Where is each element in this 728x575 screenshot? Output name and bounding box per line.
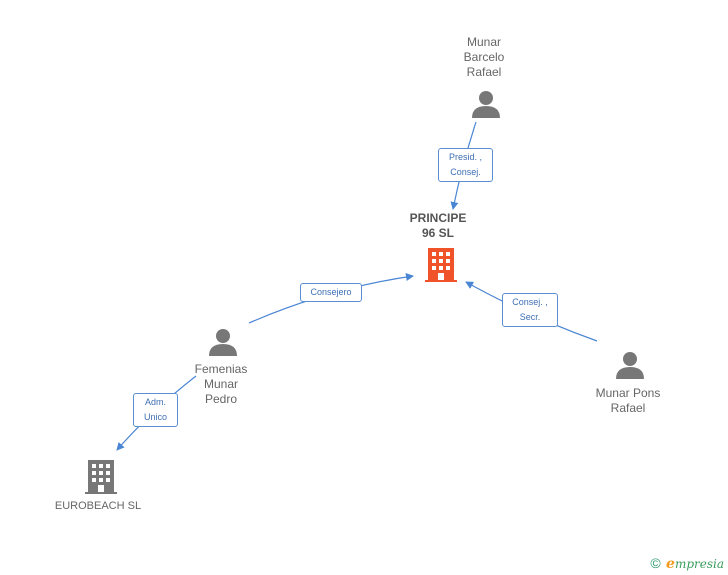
company-label-eurobeach: EUROBEACH SL [54,500,142,512]
edge-label-presid-consej: Presid. , Consej. [438,148,493,182]
building-icon[interactable] [85,460,117,494]
edge-label-adm-unico: Adm. Unico [133,393,178,427]
person-icon[interactable] [208,327,238,357]
building-icon[interactable] [425,248,457,282]
brand-logo[interactable]: empresia [666,556,724,572]
edge-label-consejero: Consejero [300,283,362,302]
person-icon[interactable] [615,350,645,380]
edge-label-consej-secr: Consej. , Secr. [502,293,558,327]
company-label-principe: PRINCIPE 96 SL [409,211,467,240]
person-label-munar-pons: Munar Pons Rafael [595,386,661,415]
person-label-munar-barcelo: Munar Barcelo Rafael [463,35,505,79]
person-icon[interactable] [471,89,501,119]
footer-brand: © empresia [650,555,724,572]
copyright-icon: © [650,555,661,571]
person-label-femenias: Femenias Munar Pedro [194,362,248,406]
